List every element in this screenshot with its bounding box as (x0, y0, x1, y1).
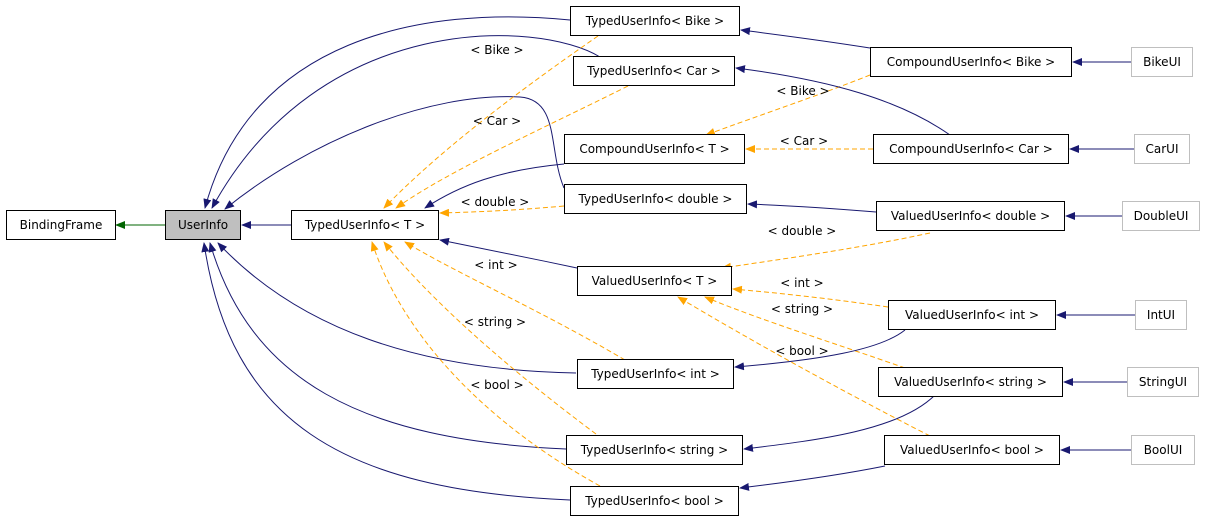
edge-label-bike-compound: < Bike > (776, 84, 830, 98)
node-typed-user-info-car[interactable]: TypedUserInfo< Car > (573, 56, 735, 86)
edge-valued-int-valued-t (732, 285, 889, 308)
edge-label-bool-typed: < bool > (470, 378, 524, 392)
edge-compound-bike-compound-t (705, 74, 871, 136)
node-user-info: UserInfo (165, 210, 241, 240)
edge-compound-t-typed-t (424, 163, 565, 209)
edge-typed-string-userinfo (208, 242, 567, 450)
edge-typed-bike-typed-t (383, 35, 599, 209)
node-bool-ui[interactable]: BoolUI (1131, 435, 1195, 465)
node-valued-user-info-int[interactable]: ValuedUserInfo< int > (888, 300, 1056, 330)
edge-valued-int-typed-int (734, 329, 906, 371)
edge-typed-double-userinfo (224, 96, 565, 210)
node-int-ui[interactable]: IntUI (1135, 300, 1187, 330)
node-valued-user-info-double[interactable]: ValuedUserInfo< double > (876, 201, 1065, 231)
edge-label-bool-valued: < bool > (775, 344, 829, 358)
edge-label-string-valued: < string > (770, 302, 834, 316)
edge-label-car-typed: < Car > (472, 114, 522, 128)
edge-typed-bool-typed-t (370, 241, 601, 487)
node-typed-user-info-int[interactable]: TypedUserInfo< int > (577, 359, 734, 389)
node-string-ui[interactable]: StringUI (1127, 367, 1199, 397)
edge-valued-string-valued-t (704, 296, 906, 369)
edge-typed-string-typed-t (383, 241, 597, 435)
edge-label-bike-typed: < Bike > (470, 43, 524, 57)
edge-typed-car-typed-t (395, 85, 629, 209)
node-typed-user-info-t[interactable]: TypedUserInfo< T > (291, 210, 439, 240)
node-compound-user-info-t[interactable]: CompoundUserInfo< T > (564, 134, 745, 164)
edge-compound-bike-typed-bike (740, 27, 871, 49)
node-double-ui[interactable]: DoubleUI (1122, 201, 1200, 231)
edge-valued-t-typed-t (439, 237, 578, 269)
node-bike-ui[interactable]: BikeUI (1131, 47, 1193, 77)
edge-typed-car-userinfo (211, 35, 601, 209)
edge-label-string-typed: < string > (463, 315, 527, 329)
node-car-ui[interactable]: CarUI (1134, 134, 1190, 164)
edge-valued-bool-typed-bool (739, 465, 886, 491)
node-compound-user-info-bike[interactable]: CompoundUserInfo< Bike > (870, 47, 1072, 77)
node-valued-user-info-string[interactable]: ValuedUserInfo< string > (878, 367, 1063, 397)
node-valued-user-info-t[interactable]: ValuedUserInfo< T > (577, 266, 732, 296)
edge-label-car-compound: < Car > (779, 134, 829, 148)
node-typed-user-info-string[interactable]: TypedUserInfo< string > (566, 435, 743, 465)
edge-valued-double-typed-double (747, 200, 877, 213)
edge-label-int-typed: < int > (474, 258, 518, 272)
edge-label-double-typed: < double > (460, 195, 530, 209)
node-typed-user-info-bike[interactable]: TypedUserInfo< Bike > (570, 6, 740, 36)
edge-valued-double-valued-t (721, 232, 931, 271)
edge-typed-bool-userinfo (201, 242, 571, 501)
edge-label-double-valued: < double > (767, 224, 837, 238)
edge-label-int-valued: < int > (780, 276, 824, 290)
node-compound-user-info-car[interactable]: CompoundUserInfo< Car > (873, 134, 1069, 164)
edge-valued-string-typed-string (743, 394, 936, 452)
edge-typed-int-userinfo (217, 242, 577, 374)
edge-compound-car-typed-car (735, 65, 951, 136)
node-typed-user-info-double[interactable]: TypedUserInfo< double > (564, 184, 747, 214)
edge-typed-int-typed-t (404, 241, 626, 361)
node-typed-user-info-bool[interactable]: TypedUserInfo< bool > (570, 486, 739, 516)
node-valued-user-info-bool[interactable]: ValuedUserInfo< bool > (884, 435, 1060, 465)
node-binding-frame[interactable]: BindingFrame (6, 210, 116, 240)
edge-typed-bike-userinfo (203, 16, 571, 209)
